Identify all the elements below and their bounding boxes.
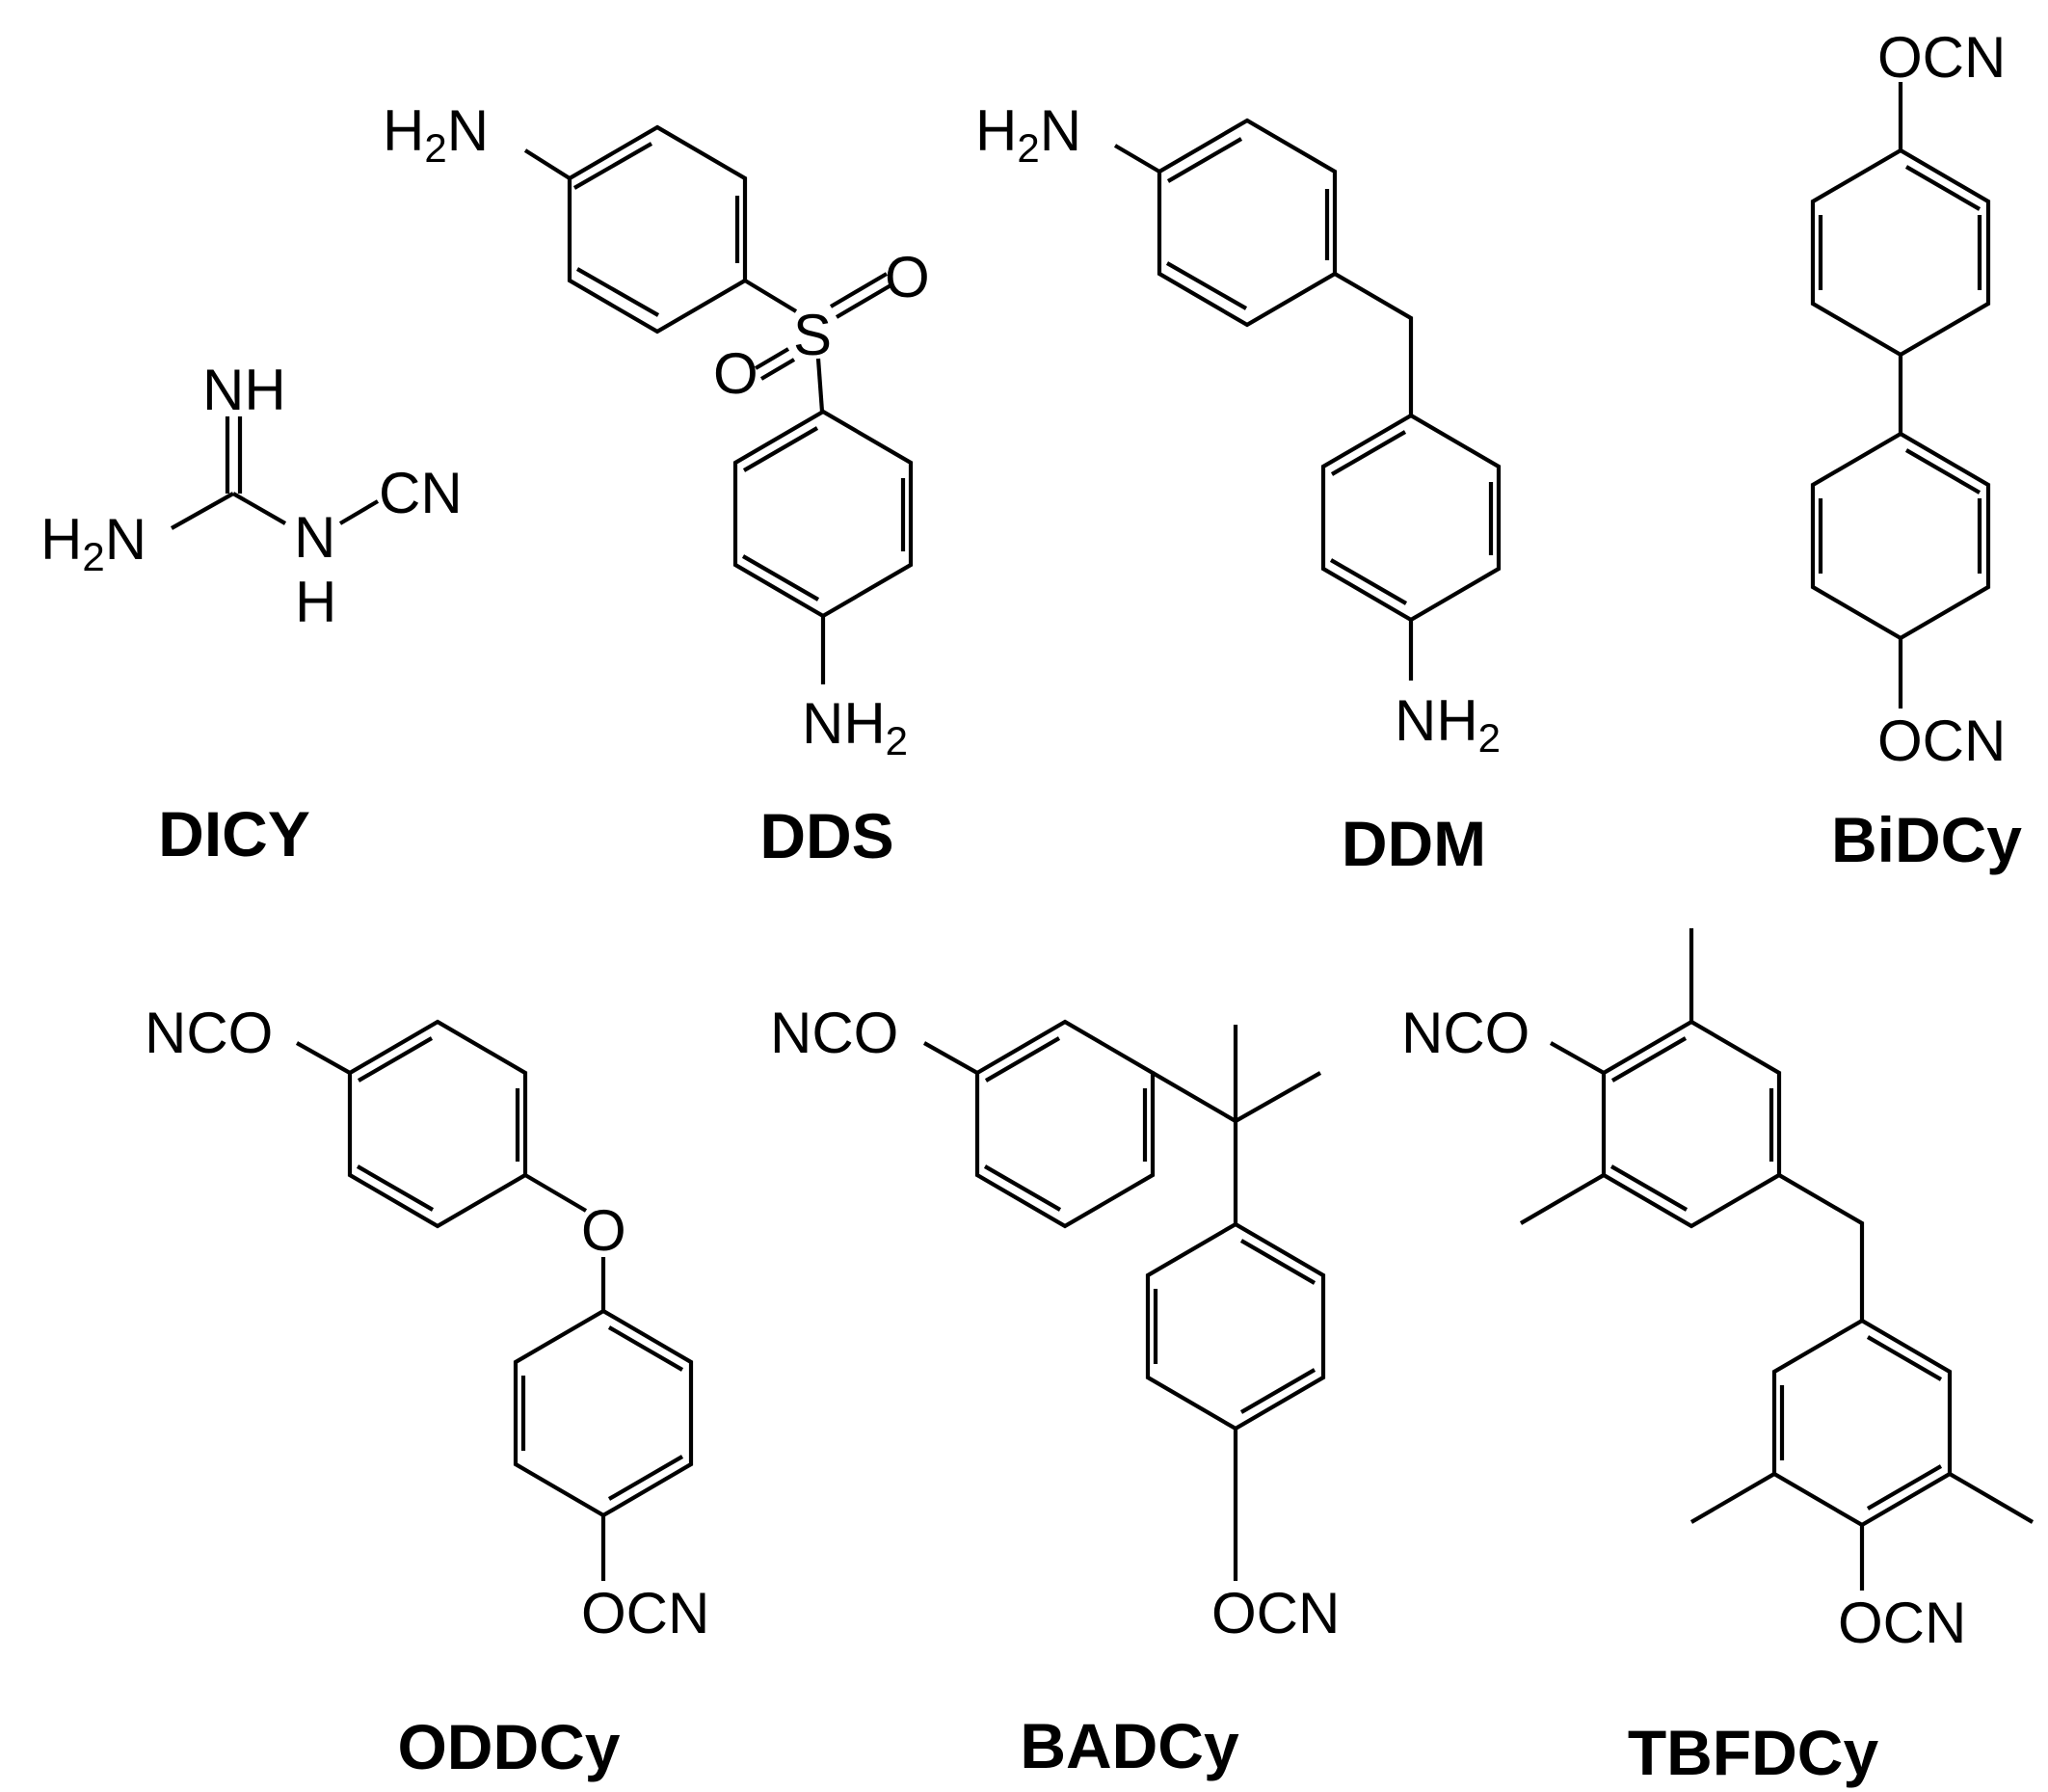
dds-amine-bottom-label: NH2 <box>802 691 908 763</box>
badcy-structure: NCO OCN <box>770 1001 1340 1645</box>
dds-structure: H2N S O O NH2 <box>383 98 930 763</box>
oddcy-cyanate-bottom-label: OCN <box>581 1581 709 1645</box>
dds-oxygen-left-label: O <box>713 341 758 406</box>
oddcy-structure: NCO O OCN <box>145 1001 709 1645</box>
dicy-amine-label: H2N <box>40 507 146 579</box>
bidcy-name: BiDCy <box>1831 804 2022 875</box>
bidcy-structure: OCN OCN <box>1810 25 2006 773</box>
dds-sulfur-label: S <box>793 303 832 367</box>
ddm-name: DDM <box>1342 808 1486 879</box>
bidcy-cyanate-top-label: OCN <box>1877 25 2006 90</box>
dds-amine-top-label: H2N <box>383 98 489 171</box>
dicy-imine-label: NH <box>202 358 286 422</box>
oddcy-ether-oxygen-label: O <box>581 1198 626 1263</box>
dds-oxygen-right-label: O <box>885 245 930 309</box>
badcy-name: BADCy <box>1020 1710 1239 1781</box>
dicy-structure: NH H2N N H CN <box>40 358 463 634</box>
dicy-nh-n-label: N <box>294 505 335 570</box>
tbfdcy-name: TBFDCy <box>1628 1717 1879 1788</box>
bidcy-cyanate-bottom-label: OCN <box>1877 709 2006 773</box>
ddm-structure: H2N NH2 <box>975 98 1502 761</box>
ddm-amine-top-label: H2N <box>975 98 1081 171</box>
tbfdcy-structure: NCO OCN <box>1401 928 2035 1655</box>
dicy-name: DICY <box>158 798 310 869</box>
dds-name: DDS <box>759 800 893 871</box>
ddm-amine-bottom-label: NH2 <box>1395 688 1501 761</box>
badcy-cyanate-top-label: NCO <box>770 1001 898 1065</box>
tbfdcy-cyanate-bottom-label: OCN <box>1838 1591 1966 1655</box>
dicy-nh-h-label: H <box>295 570 336 634</box>
badcy-cyanate-bottom-label: OCN <box>1211 1581 1340 1645</box>
dicy-cyano-label: CN <box>379 461 463 525</box>
oddcy-name: ODDCy <box>397 1711 620 1782</box>
tbfdcy-cyanate-top-label: NCO <box>1401 1001 1529 1065</box>
oddcy-cyanate-top-label: NCO <box>145 1001 273 1065</box>
